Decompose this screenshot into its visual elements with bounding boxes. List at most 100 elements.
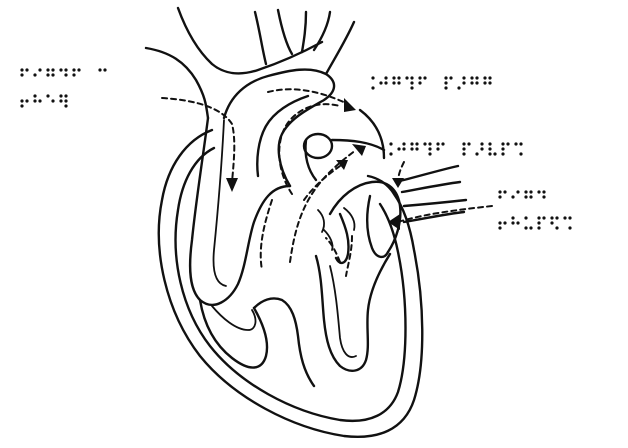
braille-dot: [103, 68, 106, 71]
braille-dot: [72, 73, 75, 76]
pulmonary-vein-2: [402, 182, 460, 192]
braille-dot: [568, 216, 571, 219]
braille-dot: [501, 142, 504, 145]
braille-dot: [392, 76, 395, 79]
braille-dot: [392, 81, 395, 84]
superior-vena-cava-right-wall: [178, 8, 322, 73]
braille-dot: [480, 147, 483, 150]
braille-dot: [516, 221, 519, 224]
braille-dot: [550, 216, 553, 219]
braille-dot: [436, 142, 439, 145]
braille-dot: [436, 147, 439, 150]
right-ventricle-wall: [200, 300, 267, 368]
right-ventricle-papillary: [212, 306, 255, 330]
braille-dot: [59, 68, 62, 71]
braille-dot: [498, 221, 501, 224]
braille-dot: [488, 152, 491, 155]
braille-dot: [46, 73, 49, 76]
braille-dot: [488, 147, 491, 150]
braille-dot: [418, 76, 421, 79]
braille-dot: [51, 73, 54, 76]
braille-dot: [467, 142, 470, 145]
braille-dot: [441, 142, 444, 145]
left-ventricle-inner: [330, 266, 356, 357]
flow-arrowhead-pulmonary: [352, 144, 366, 156]
vessel-branch-4: [314, 12, 330, 50]
braille-dot: [444, 86, 447, 89]
braille-dot: [542, 195, 545, 198]
braille-dot: [33, 94, 36, 97]
braille-dot: [371, 86, 374, 89]
braille-dot: [514, 142, 517, 145]
braille-dot: [529, 226, 532, 229]
braille-dot: [33, 99, 36, 102]
braille-dot: [449, 76, 452, 79]
braille-dot: [511, 221, 514, 224]
braille-dot: [470, 76, 473, 79]
braille-dot: [498, 195, 501, 198]
braille-dot: [415, 147, 418, 150]
braille-dot: [524, 195, 527, 198]
aortic-valve-cusp-3: [318, 210, 324, 232]
braille-dot: [498, 226, 501, 229]
braille-dot: [550, 221, 553, 224]
braille-dot: [493, 152, 496, 155]
braille-dot: [389, 142, 392, 145]
braille-dot: [405, 76, 408, 79]
braille-dot: [462, 147, 465, 150]
braille-dot: [25, 99, 28, 102]
braille-dot: [519, 142, 522, 145]
right-atrium-inner: [214, 120, 227, 286]
vessel-branch-3: [302, 12, 306, 52]
braille-dot: [38, 68, 41, 71]
braille-dot: [397, 81, 400, 84]
braille-dot: [519, 152, 522, 155]
braille-dot: [402, 147, 405, 150]
braille-dot: [444, 76, 447, 79]
braille-dot: [397, 147, 400, 150]
braille-dot: [423, 76, 426, 79]
flow-arrowhead-aorta: [344, 98, 356, 112]
braille-dot: [389, 152, 392, 155]
braille-dot: [20, 73, 23, 76]
braille-dot: [46, 68, 49, 71]
braille-dot: [529, 190, 532, 193]
braille-dot: [64, 104, 67, 107]
braille-label-middle-right: [389, 142, 522, 155]
braille-dot: [98, 68, 101, 71]
braille-dot: [59, 94, 62, 97]
pulmonary-trunk-wall: [305, 140, 316, 180]
superior-vena-cava-left-wall: [146, 48, 208, 118]
braille-dot: [410, 142, 413, 145]
braille-dot: [20, 104, 23, 107]
aortic-inner-wall: [257, 96, 308, 176]
braille-dot: [488, 81, 491, 84]
braille-dot: [397, 76, 400, 79]
aortic-valve-cusp-1: [324, 230, 333, 250]
braille-dot: [555, 216, 558, 219]
flow-arrowhead-left-atrium: [392, 178, 404, 188]
braille-dot: [483, 76, 486, 79]
braille-dot: [428, 142, 431, 145]
pulmonary-trunk-opening: [304, 134, 332, 158]
braille-dot: [410, 86, 413, 89]
braille-dot: [418, 81, 421, 84]
flow-arrow-pulmonary: [290, 150, 356, 262]
left-ventricle-cavity: [316, 254, 390, 371]
braille-dot: [462, 76, 465, 79]
braille-dot: [480, 142, 483, 145]
braille-label-upper-right: [371, 76, 491, 89]
braille-dot: [20, 99, 23, 102]
vessel-branch-1: [255, 12, 266, 64]
pulmonary-vein-3: [404, 200, 466, 206]
braille-label-upper-left: [20, 68, 106, 107]
braille-dot: [46, 94, 49, 97]
braille-dot: [410, 76, 413, 79]
braille-dot: [415, 142, 418, 145]
braille-dot: [51, 68, 54, 71]
braille-dot: [475, 76, 478, 79]
braille-dot: [524, 190, 527, 193]
braille-dot: [511, 216, 514, 219]
braille-dot: [64, 94, 67, 97]
